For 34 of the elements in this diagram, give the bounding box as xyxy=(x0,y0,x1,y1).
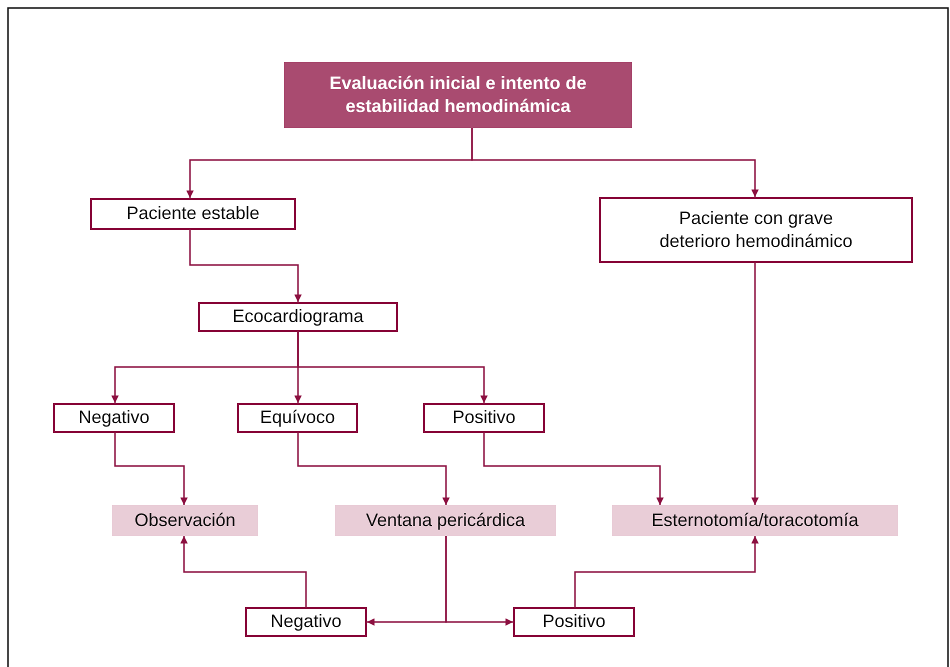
node-label: Negativo xyxy=(78,406,150,430)
arrow xyxy=(297,332,488,403)
process-box xyxy=(90,198,296,230)
arrow xyxy=(297,433,450,505)
outcome-box xyxy=(112,505,258,536)
arrow xyxy=(114,433,188,505)
node-label: Ventana pericárdica xyxy=(366,508,526,532)
node-label: Negativo xyxy=(270,610,342,634)
node-label: Evaluación inicial e intento de estabilidad hemodinámica xyxy=(328,72,588,118)
outcome-box xyxy=(335,505,556,536)
arrow xyxy=(445,536,513,626)
result-box xyxy=(237,403,358,433)
node-label: Ecocardiograma xyxy=(232,305,364,328)
node-label: Positivo xyxy=(542,610,606,634)
node-label: Observación xyxy=(134,508,236,532)
arrow xyxy=(189,230,302,302)
header-box xyxy=(284,62,632,128)
node-label: Esternotomía/toracotomía xyxy=(651,508,859,532)
process-box xyxy=(599,197,913,263)
process-box xyxy=(198,302,398,332)
arrow xyxy=(574,536,759,607)
result-box xyxy=(513,607,635,637)
node-label: Equívoco xyxy=(260,406,336,430)
arrow xyxy=(180,536,307,607)
result-box xyxy=(53,403,175,433)
node-label: Positivo xyxy=(452,406,516,430)
arrow xyxy=(471,128,759,197)
result-box xyxy=(423,403,545,433)
result-box xyxy=(245,607,367,637)
arrow xyxy=(483,433,664,505)
arrow xyxy=(751,263,759,505)
outcome-box xyxy=(612,505,898,536)
node-label: Paciente estable xyxy=(126,202,260,226)
node-label: Paciente con grave deterioro hemodinámico xyxy=(658,206,854,253)
